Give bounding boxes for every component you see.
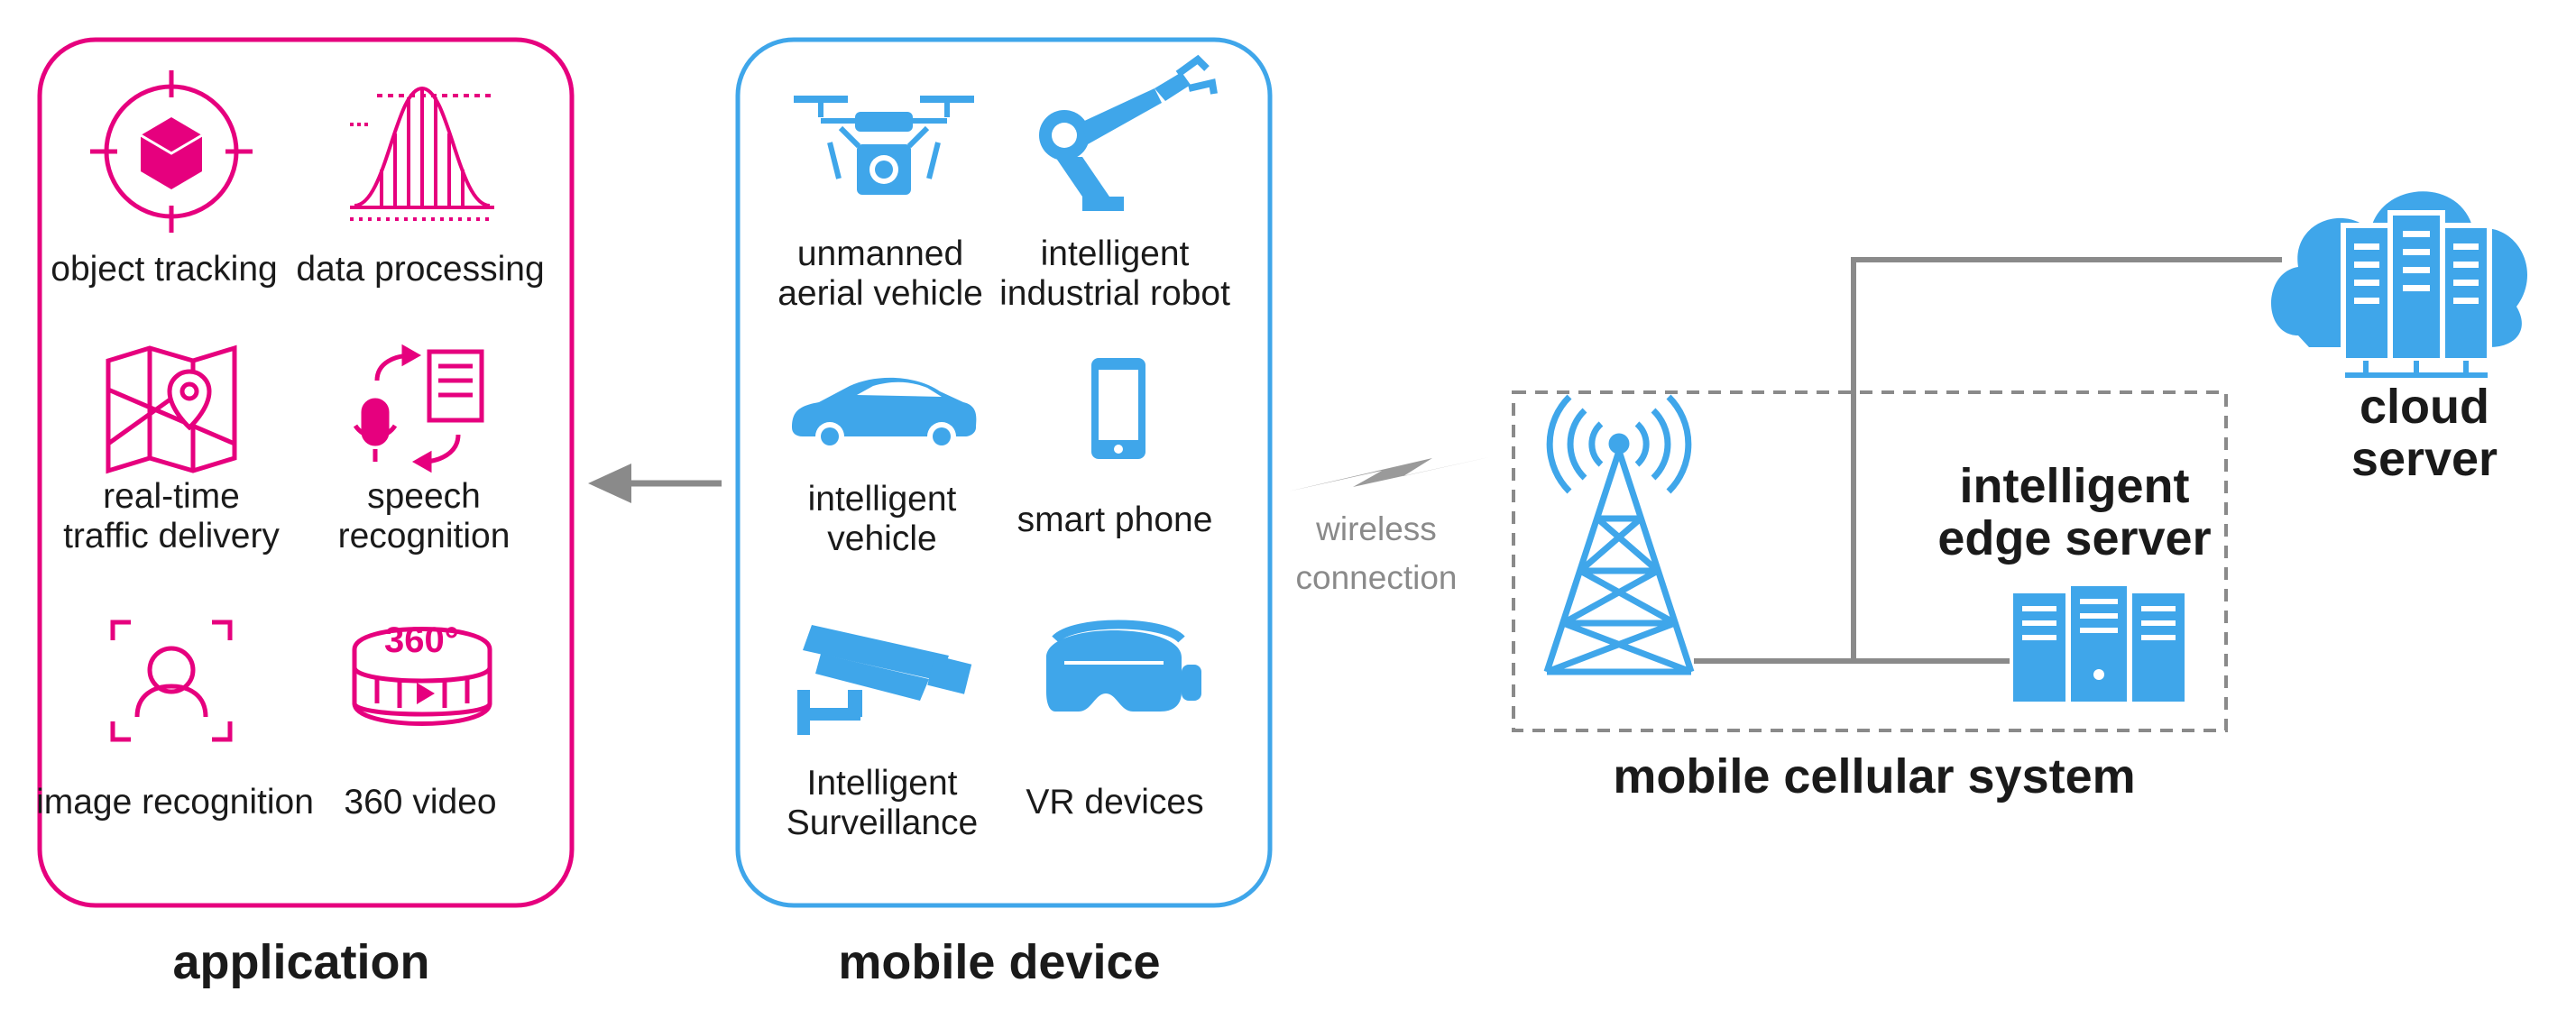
label-image-recognition: image recognition <box>36 783 314 822</box>
badge-360: 360° <box>384 620 459 660</box>
mobile-device-title: mobile device <box>838 935 1161 989</box>
cell-tower-icon <box>1543 394 1695 675</box>
speech-recognition-icon <box>353 344 484 473</box>
vr-headset-icon <box>1046 620 1201 712</box>
cloud-server-icon <box>2271 191 2528 378</box>
mobile-device-panel <box>735 37 1273 908</box>
label-surveillance: Intelligent Surveillance <box>786 764 979 842</box>
label-object-tracking: object tracking <box>51 250 278 289</box>
wireless-bolt-icon <box>1288 455 1497 491</box>
cellular-system-title: mobile cellular system <box>1613 749 2136 803</box>
application-title: application <box>172 935 430 989</box>
label-uav: unmanned aerial vehicle <box>777 234 983 313</box>
car-icon <box>792 377 977 451</box>
surveillance-camera-icon <box>797 625 972 735</box>
label-speech-recognition: speech recognition <box>337 477 511 556</box>
label-intelligent-vehicle: intelligent vehicle <box>807 480 957 558</box>
edge-server-icon <box>2013 586 2185 702</box>
robot-arm-icon <box>1039 54 1218 211</box>
label-vr-devices: VR devices <box>1026 783 1204 822</box>
drone-icon <box>794 96 974 195</box>
cloud-server-label: cloud server <box>2351 380 2498 486</box>
image-recognition-icon <box>110 620 233 742</box>
label-industrial-robot: intelligent industrial robot <box>999 234 1230 313</box>
wireless-connection-label: wireless connection <box>1295 510 1458 596</box>
arrow-to-application <box>588 464 722 503</box>
label-360-video: 360 video <box>344 783 497 822</box>
label-smart-phone: smart phone <box>1017 500 1213 539</box>
smartphone-icon <box>1091 358 1145 459</box>
video-360-icon <box>352 627 492 726</box>
traffic-map-icon <box>106 344 237 474</box>
label-traffic-delivery: real-time traffic delivery <box>63 477 280 556</box>
data-processing-icon <box>350 86 494 221</box>
edge-server-label: intelligent edge server <box>1937 459 2212 565</box>
network-links <box>1694 257 2282 664</box>
object-tracking-icon <box>90 70 253 233</box>
application-panel <box>37 37 575 908</box>
cellular-system-box <box>1512 390 2228 732</box>
label-data-processing: data processing <box>296 250 545 289</box>
